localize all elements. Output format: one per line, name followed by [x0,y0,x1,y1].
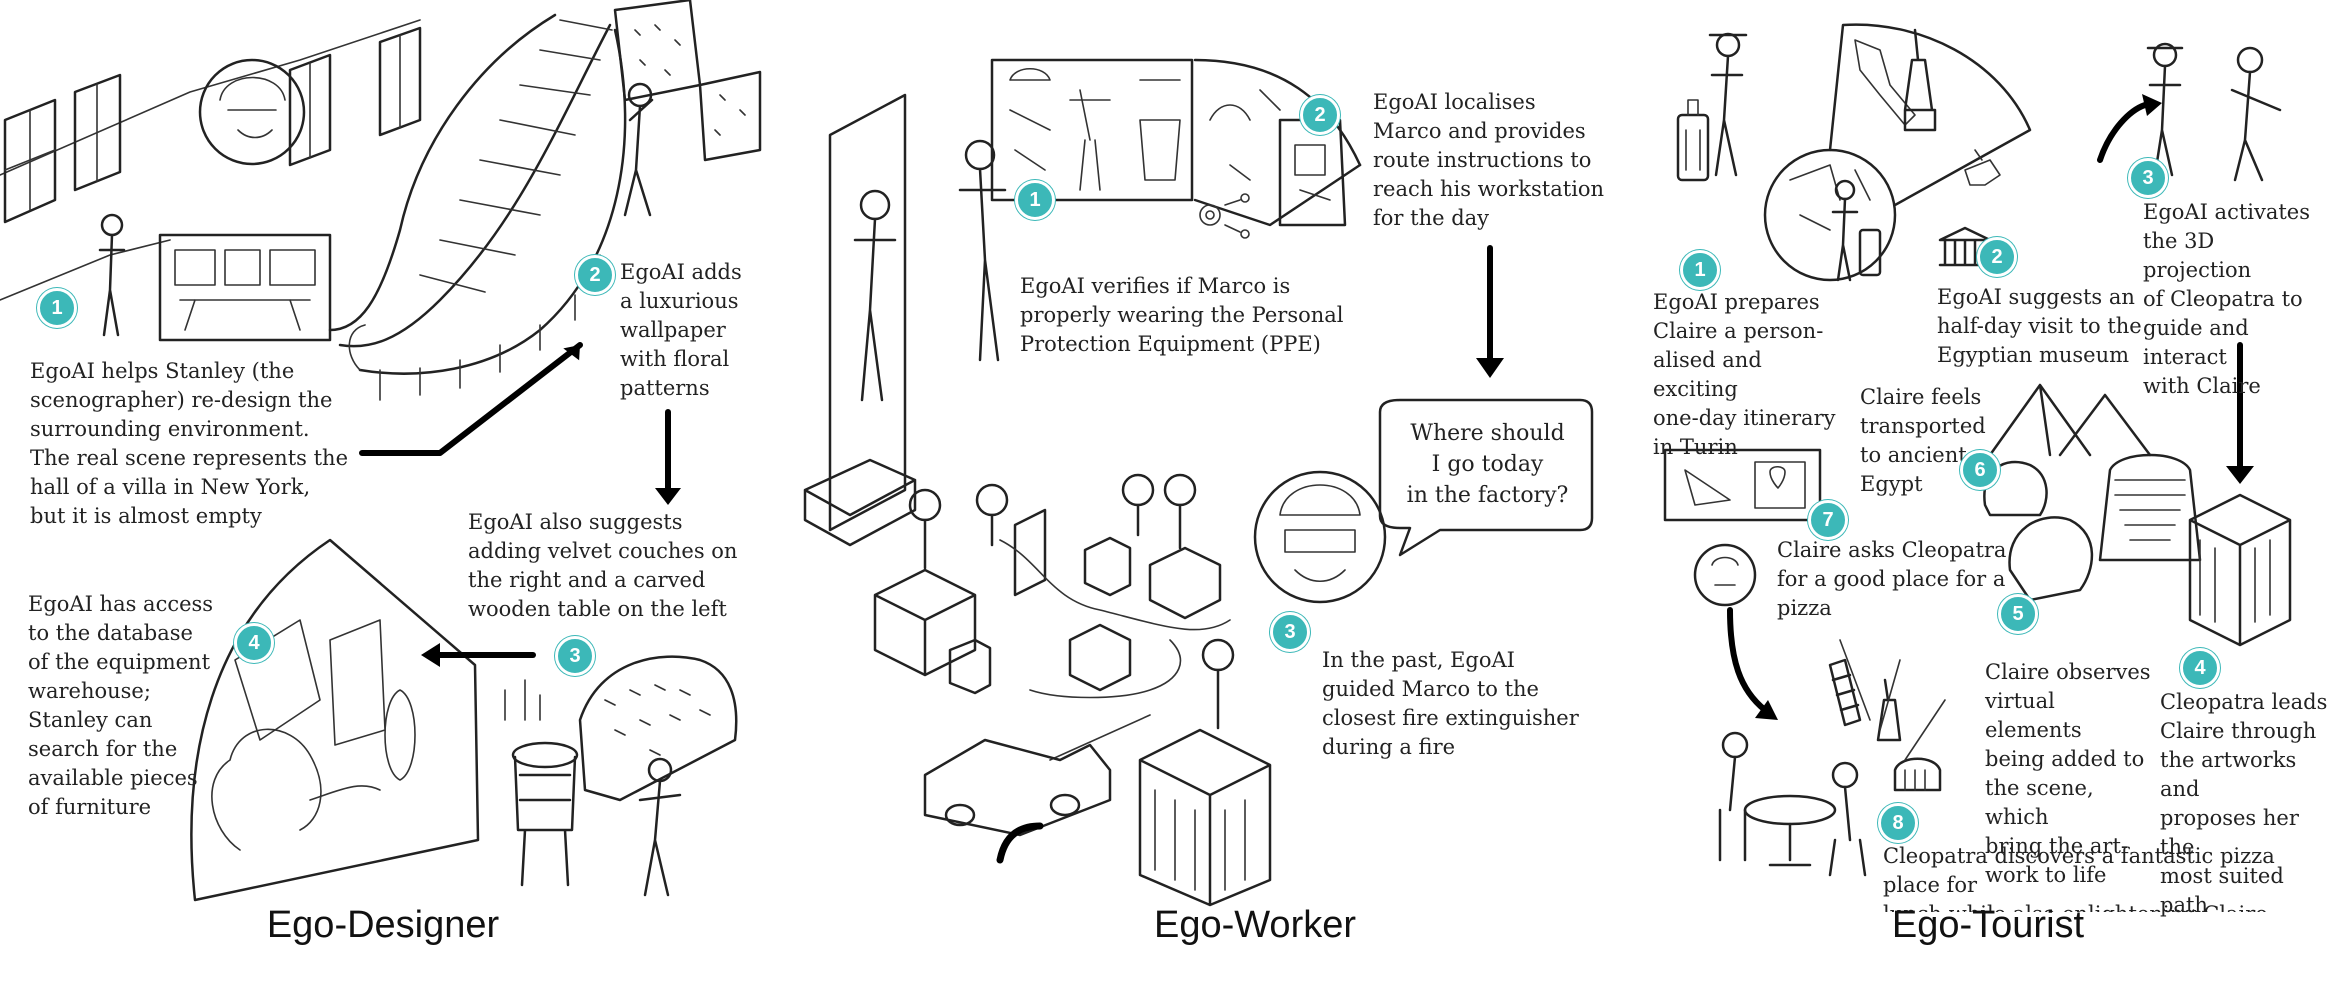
factory-building-icon [873,508,1272,907]
tourist-caption-3: EgoAI activates the 3D projection of Cle… [2143,200,2311,398]
gear-icon [1199,193,1250,239]
colosseum-icon [1893,757,1942,792]
claire-phone-icon [1693,543,1757,607]
person-icon [1708,32,1748,177]
pharaoh-icon [2098,453,2202,562]
person-icon [638,757,682,897]
location-pin-icon [908,473,1235,730]
person-icon [1831,179,1882,282]
tourist-caption-5: Claire observes virtual elements being a… [1985,660,2151,887]
designer-caption-1: EgoAI helps Stanley (the scenographer) r… [30,359,348,528]
tourist-caption-6: Claire feels transported to ancient Egyp… [1860,385,1986,496]
worker-caption-1: EgoAI verifies if Marco is properly wear… [1020,274,1344,356]
horse-statue-icon [1964,149,2001,186]
person-icon [98,213,126,337]
tourist-caption-7: Claire asks Cleopatra for a good place f… [1777,538,2007,620]
step-badge-2: 2 [1300,95,1340,135]
step-badge-5: 5 [1998,594,2038,634]
cafe-scene [1718,731,1867,877]
ppe-icon [990,58,1194,202]
step-badge-1: 1 [1015,180,1055,220]
toolbox-icon [803,458,917,547]
worker-caption-2: EgoAI localises Marco and provides route… [1373,90,1605,230]
arrow-tourist-2-to-3 [2097,102,2148,163]
window-icon [3,26,422,224]
arrow-tourist-7-to-8 [1727,607,1768,713]
mole-antonelliana-icon [1903,28,1937,132]
mole-antonelliana-icon [1876,678,1902,742]
truck-icon [923,738,1112,837]
tourist-caption-8: Cleopatra discovers a fantastic pizza pl… [1883,844,2275,912]
pizza-map-card [1663,448,1822,522]
pizza-icon [1684,469,1731,506]
italy-map-icon [1854,39,1916,126]
worker-icon [853,139,1007,402]
flow-arrows [359,94,2254,720]
step-badge-1: 1 [1680,250,1720,290]
tourist-caption-1: EgoAI prepares Claire a person- alised a… [1653,290,1836,459]
step-badge-3: 3 [555,636,595,676]
speech-bubble [1378,398,1594,557]
claire-face-icon [2008,516,2094,602]
furniture-card [158,233,332,342]
step-badge-4: 4 [2180,648,2220,688]
arrow-1-to-2 [359,342,583,456]
panel-title-tourist: Ego-Tourist [1891,904,2085,946]
temple-icon [2188,493,2292,647]
step-badge-2: 2 [575,255,615,295]
designer-scene [0,0,762,902]
person-icon [623,82,654,217]
mirror-icon [828,93,907,532]
table-icon [504,679,579,887]
map-icon [1278,118,1347,227]
step-badge-7: 7 [1808,500,1848,540]
person-icon [2146,42,2184,177]
step-badge-8: 8 [1878,803,1918,843]
person-with-headset-icon [198,58,306,166]
wallpaper-icon [613,0,762,162]
designer-caption-3: EgoAI also suggests adding velvet couche… [468,510,738,621]
suitcase-icon [1676,99,1710,182]
tourist-caption-2: EgoAI suggests an half-day visit to the … [1937,285,2142,367]
worker-caption-3: In the past, EgoAI guided Marco to the c… [1322,648,1579,759]
tourist-caption-4: Cleopatra leads Claire through the artwo… [2160,690,2328,917]
pyramids-icon [1988,383,2152,457]
step-badge-4: 4 [234,623,274,663]
speech-bubble-text: Where should I go today in the factory? [1406,421,1569,508]
step-badge-3: 3 [2128,158,2168,198]
couch-icon [578,655,738,802]
furniture-database-view [190,538,480,902]
step-badge-2: 2 [1977,237,2017,277]
worker-face-icon [1253,470,1387,604]
cleopatra-icon [2230,46,2282,182]
step-badge-1: 1 [37,288,77,328]
map-icon [1754,461,1806,509]
designer-caption-2: EgoAI adds a luxurious wallpaper with fl… [620,260,742,400]
pisa-tower-icon [1828,658,1862,727]
museum-icon [1938,226,1992,267]
panel-title-designer: Ego-Designer [266,904,500,946]
designer-caption-4: EgoAI has access to the database of the … [28,592,214,819]
staircase-icon [328,13,627,401]
step-badge-3: 3 [1270,612,1310,652]
step-badge-6: 6 [1960,450,2000,490]
panel-title-worker: Ego-Worker [1153,904,1357,946]
tourist-scene [1663,23,2292,877]
